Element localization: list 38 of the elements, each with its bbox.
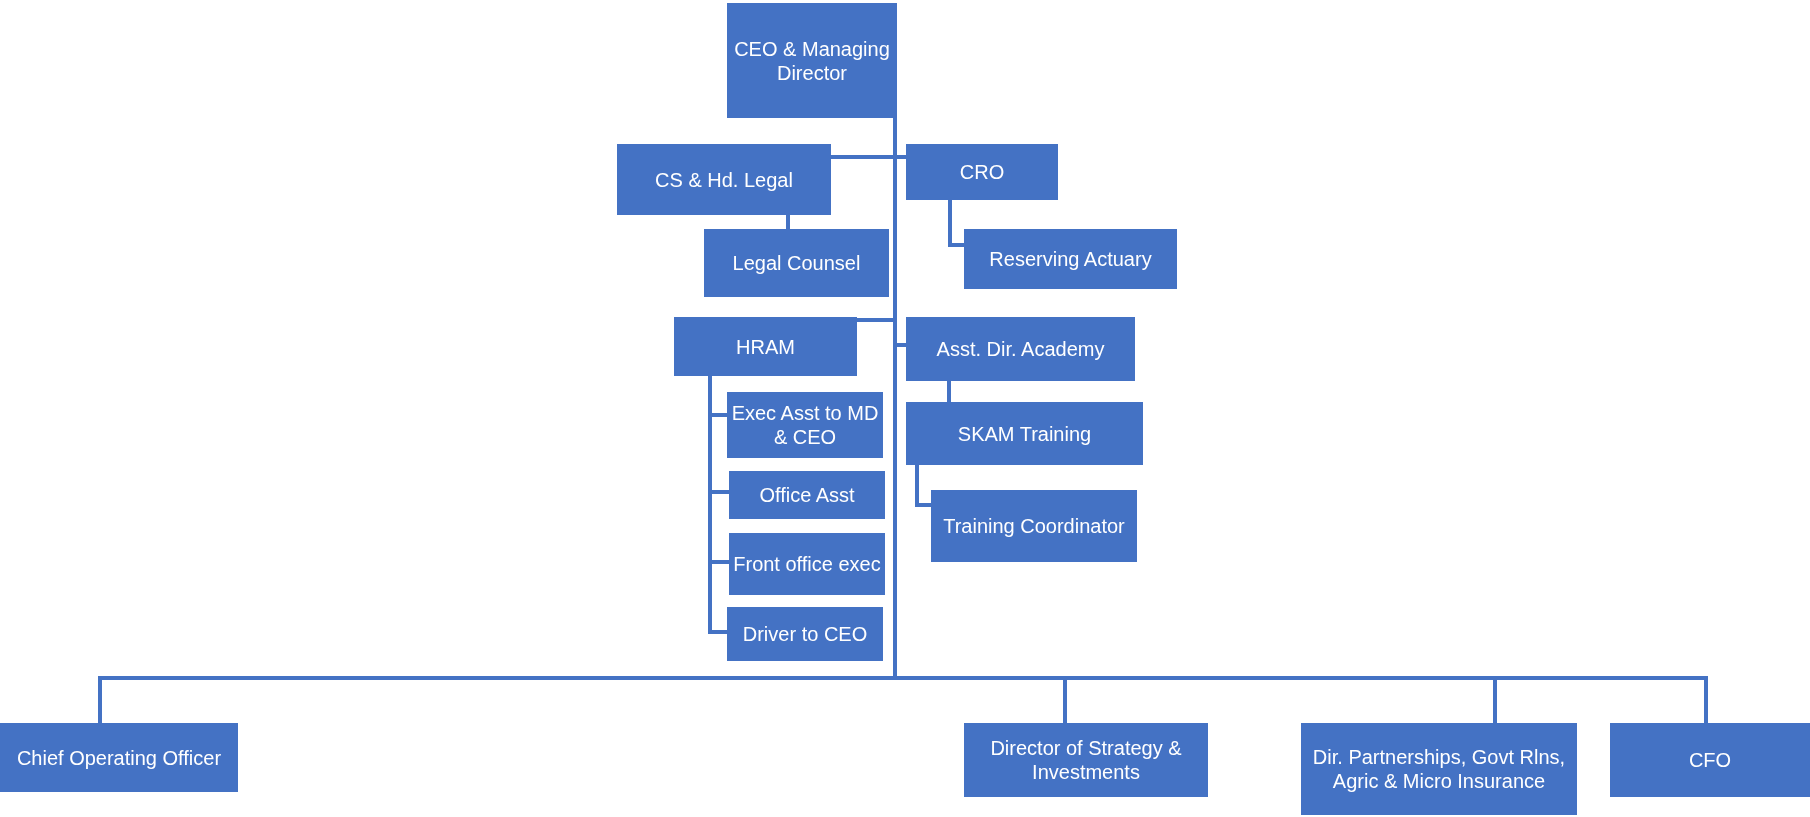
role-title: Driver to CEO bbox=[742, 622, 868, 646]
org-box bbox=[674, 317, 857, 376]
org-box bbox=[617, 144, 831, 215]
role-title: CFO bbox=[1688, 748, 1732, 772]
connector-line bbox=[947, 381, 951, 402]
role-title: Legal Counsel bbox=[732, 251, 861, 275]
org-box bbox=[727, 3, 897, 118]
org-box bbox=[727, 607, 883, 661]
org-box bbox=[727, 392, 883, 458]
org-box bbox=[906, 317, 1135, 381]
role-title: Chief Operating Officer bbox=[16, 745, 222, 770]
role-title: Asst. Dir. Academy bbox=[936, 337, 1105, 361]
role-title: Reserving Actuary bbox=[989, 247, 1152, 271]
role-title: Office Asst bbox=[759, 483, 855, 507]
connector-line bbox=[948, 200, 964, 247]
org-box bbox=[906, 402, 1143, 465]
org-box bbox=[0, 723, 238, 792]
org-box bbox=[906, 144, 1058, 200]
connector-line bbox=[915, 465, 931, 507]
role-title: Dir. Partnerships, Govt Rlns, Agric & Micro Insurance bbox=[1311, 745, 1567, 793]
role-title: SKAM Training bbox=[957, 421, 1092, 446]
role-title: CEO & Managing Director bbox=[733, 36, 891, 85]
role-title: Front office exec bbox=[733, 552, 881, 576]
org-box bbox=[729, 533, 885, 595]
role-title: Director of Strategy & Investments bbox=[989, 736, 1183, 784]
org-box bbox=[964, 229, 1177, 289]
org-box bbox=[704, 229, 889, 297]
role-title: CS & Hd. Legal bbox=[655, 167, 793, 192]
org-box bbox=[1301, 723, 1577, 815]
org-box bbox=[931, 490, 1137, 562]
role-title: HRAM bbox=[736, 334, 795, 359]
org-box bbox=[964, 723, 1208, 797]
connector-line bbox=[786, 215, 790, 229]
role-title: Exec Asst to MD & CEO bbox=[731, 401, 879, 449]
org-box bbox=[729, 471, 885, 519]
role-title: Training Coordinator bbox=[943, 514, 1125, 538]
role-title: CRO bbox=[959, 160, 1005, 184]
org-box bbox=[1610, 723, 1810, 797]
